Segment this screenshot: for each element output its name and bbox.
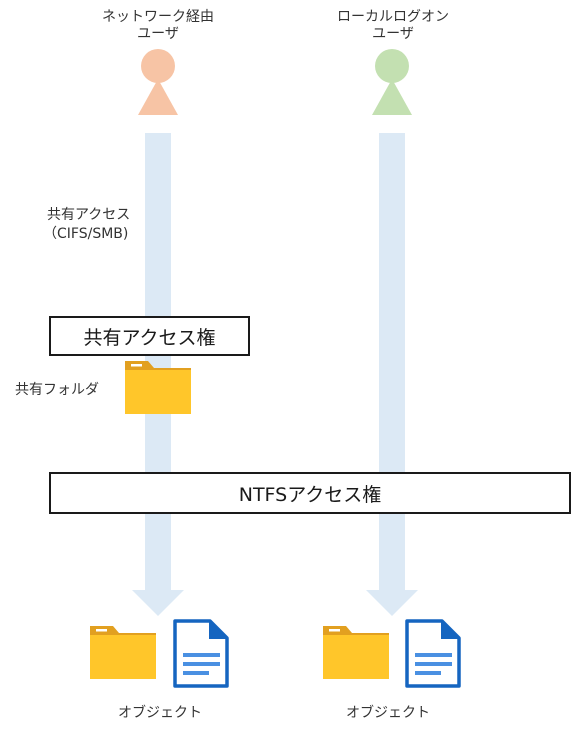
object-label: オブジェクト xyxy=(346,705,430,721)
network-user-label-line1: ネットワーク経由 xyxy=(102,9,214,25)
network-user-icon xyxy=(138,49,178,115)
local-arrow-shape xyxy=(366,133,418,616)
share-access-label-line2: （CIFS/SMB) xyxy=(43,226,129,242)
ntfs-permission-label: NTFSアクセス権 xyxy=(238,483,382,506)
shared-folder-icon xyxy=(125,361,191,414)
share-access-label-line1: 共有アクセス xyxy=(47,207,131,223)
object-document-icon xyxy=(173,619,229,688)
share-access-label: 共有アクセス （CIFS/SMB) xyxy=(43,206,131,244)
share-permission-box: 共有アクセス権 xyxy=(49,316,250,356)
network-user-label-line2: ユーザ xyxy=(137,26,179,42)
object-folder-icon xyxy=(323,626,389,679)
local-user-label-line2: ユーザ xyxy=(372,26,414,42)
object-label: オブジェクト xyxy=(118,705,202,721)
local-user-icon xyxy=(372,49,412,115)
ntfs-permission-box: NTFSアクセス権 xyxy=(49,472,571,514)
share-permission-label: 共有アクセス権 xyxy=(83,326,216,349)
local-user-label-line1: ローカルログオン xyxy=(337,9,449,25)
object-folder-icon xyxy=(90,626,156,679)
object-document-icon xyxy=(405,619,461,688)
shared-folder-label: 共有フォルダ xyxy=(15,382,99,398)
local-user-label: ローカルログオン ユーザ xyxy=(313,9,473,43)
network-user-label: ネットワーク経由 ユーザ xyxy=(78,9,238,43)
